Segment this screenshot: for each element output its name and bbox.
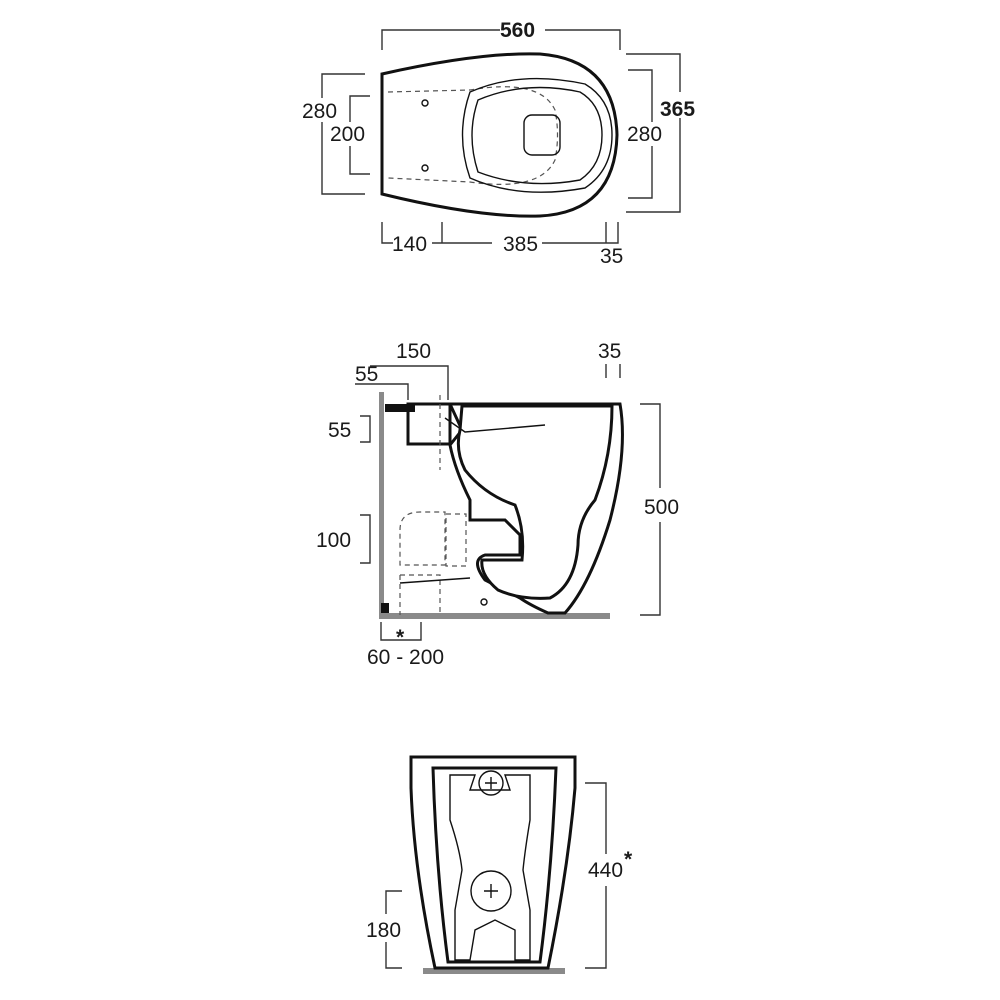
- dim-height-180: 180: [366, 919, 401, 942]
- dim-height-365: 365: [660, 98, 695, 121]
- floor: [379, 613, 610, 619]
- fixing-hole-icon: [421, 164, 429, 172]
- fixing-hole-icon: [480, 598, 488, 606]
- asterisk-mark: *: [624, 848, 633, 871]
- rear-view: 440 * 180: [366, 755, 633, 974]
- dim-150: 150: [396, 340, 431, 363]
- dim-100: 100: [316, 529, 351, 552]
- rear-view-cavity: [431, 766, 558, 964]
- floor: [423, 968, 565, 974]
- dim-height-200: 200: [330, 123, 365, 146]
- top-view: 560 280 200 280 365 140 385 35: [302, 19, 695, 268]
- dim-height-440: 440: [588, 859, 623, 882]
- dim-height-280-right: 280: [627, 123, 662, 146]
- wall: [379, 392, 384, 618]
- dim-width-560: 560: [500, 19, 535, 42]
- asterisk-mark: *: [396, 626, 405, 649]
- dim-offset-385: 385: [503, 233, 538, 256]
- fixing-hole-icon: [421, 99, 429, 107]
- side-view-hidden-pipe: [399, 395, 446, 615]
- top-view-hidden-rim: [387, 86, 559, 185]
- dim-35: 35: [598, 340, 621, 363]
- rear-view-inner-frame: [449, 774, 531, 961]
- dim-range-60-200: 60 - 200: [367, 646, 444, 669]
- dim-height-280-left: 280: [302, 100, 337, 123]
- dim-55-top: 55: [355, 363, 378, 386]
- dim-500: 500: [644, 496, 679, 519]
- top-view-drain: [523, 114, 561, 156]
- dim-offset-140: 140: [392, 233, 427, 256]
- top-view-bowl-ring: [461, 77, 613, 193]
- side-view: 150 55 35 55 100 500 * 60 - 200: [316, 340, 679, 669]
- side-view-cavity: [456, 404, 614, 600]
- rear-inlet-icon: [478, 770, 504, 796]
- dim-offset-35: 35: [600, 245, 623, 268]
- rear-outlet-icon: [470, 870, 512, 912]
- top-view-outline: [380, 52, 619, 218]
- top-view-bowl-ring-inner: [471, 86, 603, 185]
- dim-55-left: 55: [328, 419, 351, 442]
